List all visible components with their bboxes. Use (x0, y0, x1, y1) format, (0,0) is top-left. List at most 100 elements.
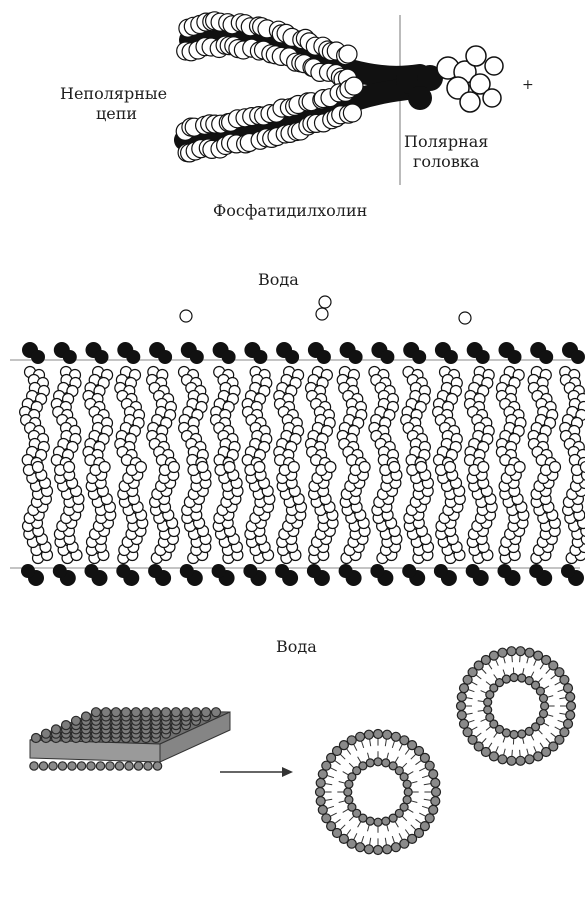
vesicle-head-atom (364, 730, 373, 739)
vesicle-head-atom (383, 845, 392, 854)
vesicle-head-atom (516, 756, 525, 765)
vesicle-head-atom (567, 702, 576, 711)
sheet-head-atom (152, 708, 161, 717)
right-arrow-icon (220, 767, 293, 777)
vesicle-head-atom (344, 788, 352, 796)
sheet-head-atom (39, 762, 47, 770)
sheet-head-atom (125, 762, 133, 770)
sheet-head-atom (92, 708, 101, 717)
sheet-head-atom (49, 762, 57, 770)
sheet-head-atom (58, 762, 66, 770)
vesicle-head-atom (316, 778, 325, 787)
sheet-head-atom (212, 708, 221, 717)
sheet-head-atom (115, 762, 123, 770)
vesicle-head-atom (486, 713, 494, 721)
sheet-head-atom (144, 762, 152, 770)
vesicle-head-atom (525, 648, 534, 657)
sheet-head-atom (52, 725, 61, 734)
vesicle-head-atom (345, 796, 353, 804)
vesicle-right (457, 647, 576, 766)
sheet-head-atom (87, 762, 95, 770)
vesicle-head-atom (518, 674, 526, 682)
sheet-head-atom (106, 762, 114, 770)
vesicle-head-atom (322, 814, 331, 823)
vesicle-head-atom (429, 805, 438, 814)
vesicle-head-atom (391, 843, 400, 852)
vesicle-head-atom (429, 770, 438, 779)
sheet-head-atom (142, 708, 151, 717)
vesicle-head-atom (525, 727, 533, 735)
vesicle-head-atom (425, 761, 434, 770)
vesicle-head-atom (507, 647, 516, 656)
sheet-head-atom (82, 712, 91, 721)
vesicle-head-atom (457, 711, 466, 720)
sheet-head-atom (122, 708, 131, 717)
sheet-head-atom (132, 708, 141, 717)
vesicle-head-atom (484, 706, 492, 714)
sheet-head-atom (162, 708, 171, 717)
vesicle-head-atom (564, 684, 573, 693)
vesicle-head-atom (510, 731, 518, 739)
vesicle-head-atom (374, 758, 382, 766)
vesicle-head-atom (518, 730, 526, 738)
vesicle-head-atom (356, 732, 365, 741)
vesicle-head-atom (318, 770, 327, 779)
sheet-head-atom (192, 708, 201, 717)
vesicle-head-atom (540, 694, 548, 702)
vesicle-head-atom (534, 752, 543, 761)
vesicle-head-atom (541, 702, 549, 710)
vesicle-head-atom (564, 719, 573, 728)
vesicle-head-atom (374, 730, 383, 739)
vesicle-head-atom (316, 788, 325, 797)
sheet-head-atom (153, 762, 161, 770)
vesicle-head-atom (460, 719, 469, 728)
vesicle-head-atom (507, 756, 516, 765)
vesicle-head-atom (316, 797, 325, 806)
sheet-head-atom (202, 708, 211, 717)
vesicle-head-atom (498, 648, 507, 657)
vesicle-head-atom (403, 780, 411, 788)
vesicle-head-atom (431, 778, 440, 787)
vesicle-left (316, 730, 441, 855)
vesicle-head-atom (391, 732, 400, 741)
vesicle-head-atom (404, 788, 412, 796)
vesicle-head-atom (457, 702, 466, 711)
vesicle-head-atom (374, 818, 382, 826)
sheet-head-atom (68, 762, 76, 770)
vesicle-head-atom (382, 817, 390, 825)
vesicle-head-atom (566, 692, 575, 701)
sheet-head-atom (62, 721, 71, 730)
vesicle-head-atom (318, 805, 327, 814)
sheet-head-atom (42, 729, 51, 738)
vesicle-head-atom (431, 797, 440, 806)
sheet-head-atom (96, 762, 104, 770)
vesicle-head-atom (457, 692, 466, 701)
vesicle-head-atom (516, 647, 525, 656)
vesicle-head-atom (560, 675, 569, 684)
vesicle-head-atom (432, 788, 441, 797)
vesicle-head-atom (383, 730, 392, 739)
vesicle-head-atom (364, 845, 373, 854)
vesicle-head-atom (489, 651, 498, 660)
vesicle-head-atom (356, 843, 365, 852)
sheet-head-atom (172, 708, 181, 717)
sheet-head-atom (77, 762, 85, 770)
sheet-head-atom (102, 708, 111, 717)
vesicle-head-atom (374, 846, 383, 855)
vesicle-head-atom (502, 675, 510, 683)
vesicle-head-atom (366, 759, 374, 767)
vesicle-head-atom (484, 698, 492, 706)
vesicle-head-atom (566, 711, 575, 720)
sheet-head-atom (72, 716, 81, 725)
vesicle-head-atom (498, 755, 507, 764)
sheet-head-atom (134, 762, 142, 770)
sheet-head-atom (182, 708, 191, 717)
vesicle-head-atom (463, 728, 472, 737)
sheet-head-atom (30, 762, 38, 770)
sheet-head-atom (112, 708, 121, 717)
vesicle-head-atom (510, 674, 518, 682)
vesicle-head-atom (347, 736, 356, 745)
vesicle-head-atom (460, 684, 469, 693)
sheet-head-atom (32, 734, 41, 743)
